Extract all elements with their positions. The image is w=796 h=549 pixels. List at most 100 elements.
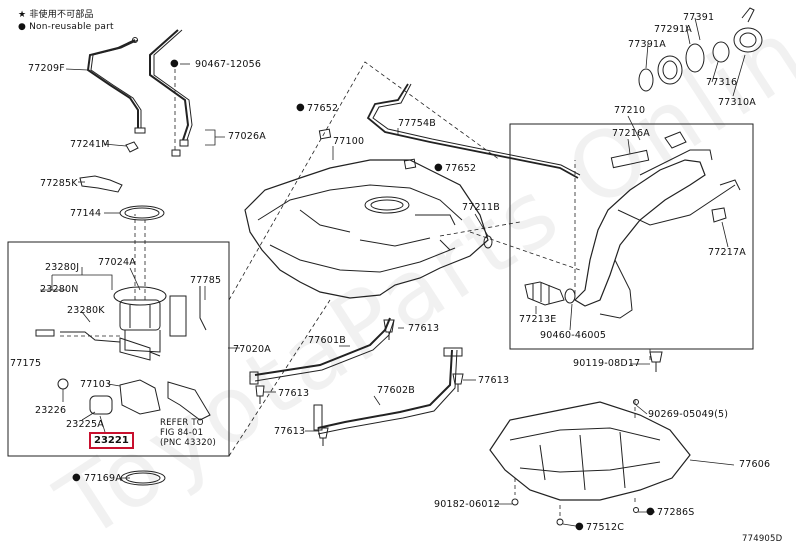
filter-23226 [57, 378, 69, 390]
filler-group-frame [509, 123, 754, 350]
filter-23221 [89, 395, 113, 415]
breather-tube [599, 259, 633, 319]
filler-pipe [574, 159, 706, 307]
leader [721, 221, 729, 248]
part-label[interactable]: 77169A [84, 473, 122, 484]
part-label[interactable]: 77602B [377, 385, 415, 396]
part-label[interactable]: 77144 [70, 208, 102, 219]
refer-note-line-3: (PNC 43320) [160, 438, 216, 448]
part-label[interactable]: 23280K [67, 305, 105, 316]
clip [511, 498, 519, 506]
part-label[interactable]: 90119-08D17 [573, 358, 641, 369]
illustration-code: 774905D [742, 534, 783, 544]
part-label[interactable]: 23280J [45, 262, 80, 273]
part-label[interactable]: 77291A [654, 24, 692, 35]
part-label[interactable]: 23225A [66, 419, 104, 430]
leader [40, 275, 66, 291]
breather-hose [617, 184, 736, 226]
bolt [383, 319, 395, 340]
sender-arm [60, 331, 121, 343]
leader [635, 404, 648, 415]
clip-77241m [125, 141, 139, 153]
part-label[interactable]: 77024A [98, 257, 136, 268]
tube-clip [179, 139, 189, 147]
part-label[interactable]: 77613 [478, 375, 510, 386]
hose-77213e [524, 281, 565, 306]
part-label[interactable]: 77652 [307, 103, 339, 114]
part-label[interactable]: 90467-12056 [195, 59, 262, 70]
part-label[interactable]: 90182-06012 [434, 499, 501, 510]
clip [556, 518, 564, 526]
part-label[interactable]: 77310A [718, 97, 756, 108]
part-label[interactable]: 77216A [612, 128, 650, 139]
part-label[interactable]: 77785 [190, 275, 222, 286]
part-label[interactable]: 77217A [708, 247, 746, 258]
leader [689, 459, 735, 466]
leader [627, 138, 631, 155]
part-label[interactable]: 77241M [70, 139, 110, 150]
part-label[interactable]: 77026A [228, 131, 266, 142]
non-reusable-mark: ● [170, 58, 179, 69]
part-label[interactable]: 77103 [80, 379, 112, 390]
part-label[interactable]: 77613 [274, 426, 306, 437]
part-label[interactable]: 90269-05049(5) [648, 409, 729, 420]
leader [711, 61, 719, 83]
pad-77652 [403, 158, 417, 170]
part-label[interactable]: 77613 [278, 388, 310, 399]
leader [732, 54, 746, 97]
dashed-line [228, 61, 501, 301]
fuel-cap-77310a [733, 7, 763, 53]
part-label[interactable]: 77209F [28, 63, 65, 74]
part-label[interactable]: 23280N [40, 284, 79, 295]
non-reusable-mark: ● [72, 472, 81, 483]
part-label[interactable]: 77210 [614, 105, 646, 116]
part-label[interactable]: 77211B [462, 202, 500, 213]
part-label[interactable]: 77285K [40, 178, 78, 189]
part-label[interactable]: 77316 [706, 77, 738, 88]
part-label[interactable]: 77601B [308, 335, 346, 346]
gasket-77316 [712, 41, 730, 63]
bolt [649, 351, 663, 372]
part-label[interactable]: 77020A [233, 344, 271, 355]
tube-clip [134, 127, 146, 134]
pump-group-frame [7, 241, 230, 457]
regulator-77103 [119, 379, 161, 415]
bracket-77216a [610, 149, 650, 169]
part-label[interactable]: 77391A [628, 39, 666, 50]
part-label[interactable]: 77286S [657, 507, 695, 518]
sender-77785 [167, 381, 211, 421]
part-label[interactable]: 23226 [35, 405, 67, 416]
part-label[interactable]: 77606 [739, 459, 771, 470]
pump-motor [119, 337, 151, 361]
part-label[interactable]: 77613 [408, 323, 440, 334]
part-label[interactable]: 77391 [683, 12, 715, 23]
clip [633, 399, 639, 405]
part-label[interactable]: 77213E [519, 314, 557, 325]
tank-protector [489, 401, 691, 501]
leader [373, 395, 381, 406]
bolt [452, 373, 464, 392]
part-label[interactable]: 77175 [10, 358, 42, 369]
cover-77391 [657, 55, 683, 85]
part-label[interactable]: 77100 [333, 136, 365, 147]
tube-clamp [132, 37, 138, 43]
highlighted-part-label[interactable]: 23221 [89, 432, 134, 449]
fuel-tube [149, 29, 190, 141]
dashed-line [469, 231, 581, 271]
non-reusable-mark: ● [434, 162, 443, 173]
hose-clamp [564, 288, 576, 304]
non-reusable-mark: ● [575, 521, 584, 532]
pad-77652 [318, 128, 332, 140]
pump-flange [113, 286, 167, 306]
tube-77754b [366, 83, 579, 179]
part-label[interactable]: 90460-46005 [540, 330, 607, 341]
part-label[interactable]: 77652 [445, 163, 477, 174]
part-label[interactable]: 77512C [586, 522, 625, 533]
non-reusable-mark: ● [296, 102, 305, 113]
bracket-77285k [79, 175, 123, 193]
ring-77291a [685, 43, 705, 73]
fuel-tube [153, 29, 193, 141]
part-label[interactable]: 77754B [398, 118, 436, 129]
dashed-line [228, 299, 331, 457]
